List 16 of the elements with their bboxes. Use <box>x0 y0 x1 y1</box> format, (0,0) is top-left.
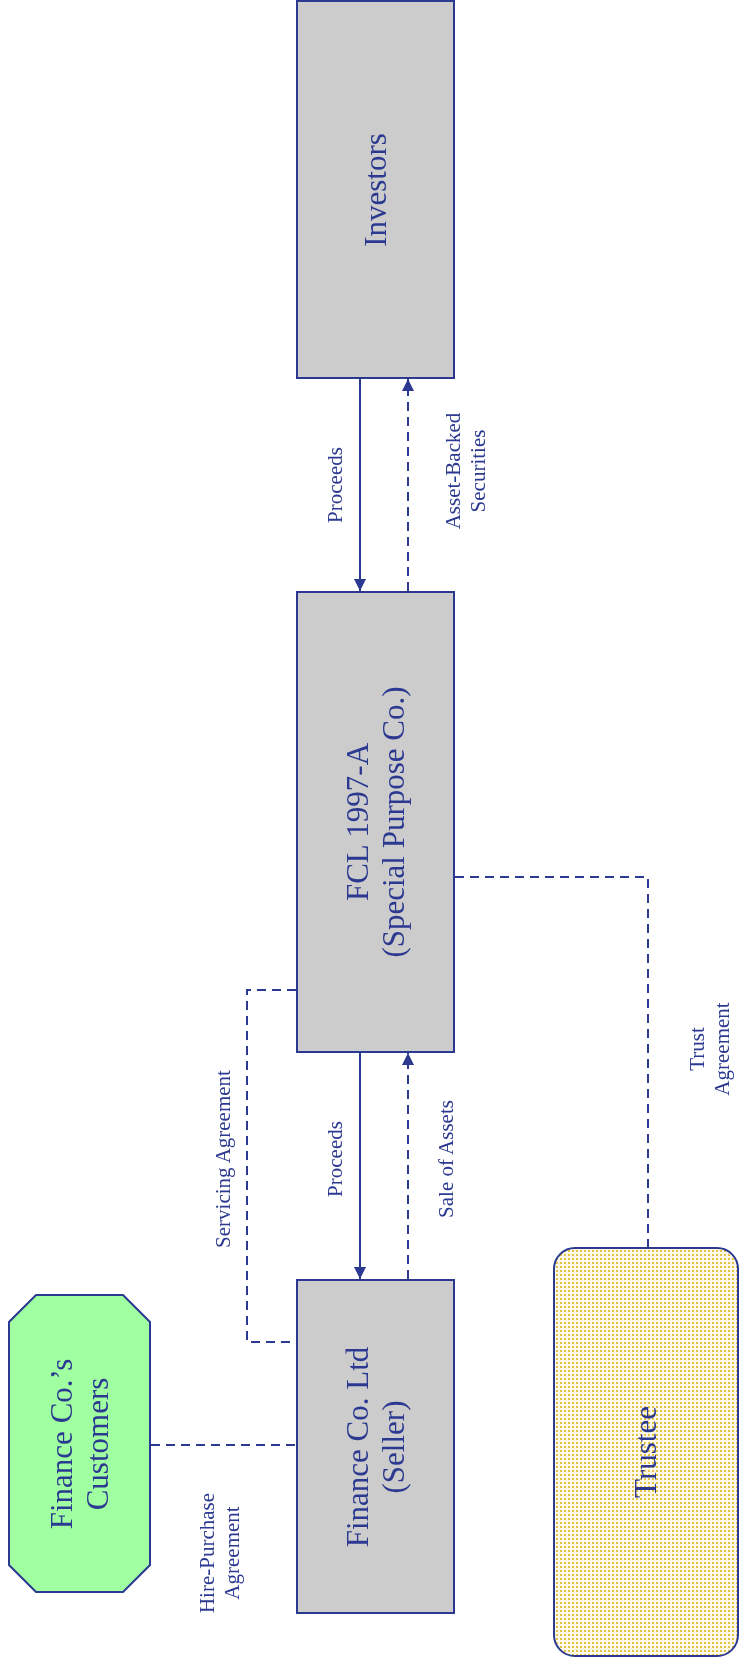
rounded-box <box>553 1247 739 1657</box>
node-label: Trustee <box>628 1405 664 1500</box>
node-label: (Seller) <box>375 1399 412 1495</box>
entity-box <box>296 1279 455 1614</box>
octagon-node <box>8 1294 151 1593</box>
node-label: FCL 1997-A <box>339 741 376 904</box>
node-label: Finance Co.’s Customers <box>43 1357 116 1531</box>
node-label: Investors <box>357 131 394 249</box>
node-label: Finance Co. Ltd <box>339 1345 376 1549</box>
node-label: (Special Purpose Co.) <box>375 685 412 960</box>
entity-box <box>296 0 455 379</box>
entity-box <box>296 591 455 1053</box>
connector-arrow <box>354 1052 366 1280</box>
connector-arrow <box>402 1052 414 1280</box>
connector-arrow <box>354 378 366 592</box>
connector-arrow <box>402 378 414 592</box>
